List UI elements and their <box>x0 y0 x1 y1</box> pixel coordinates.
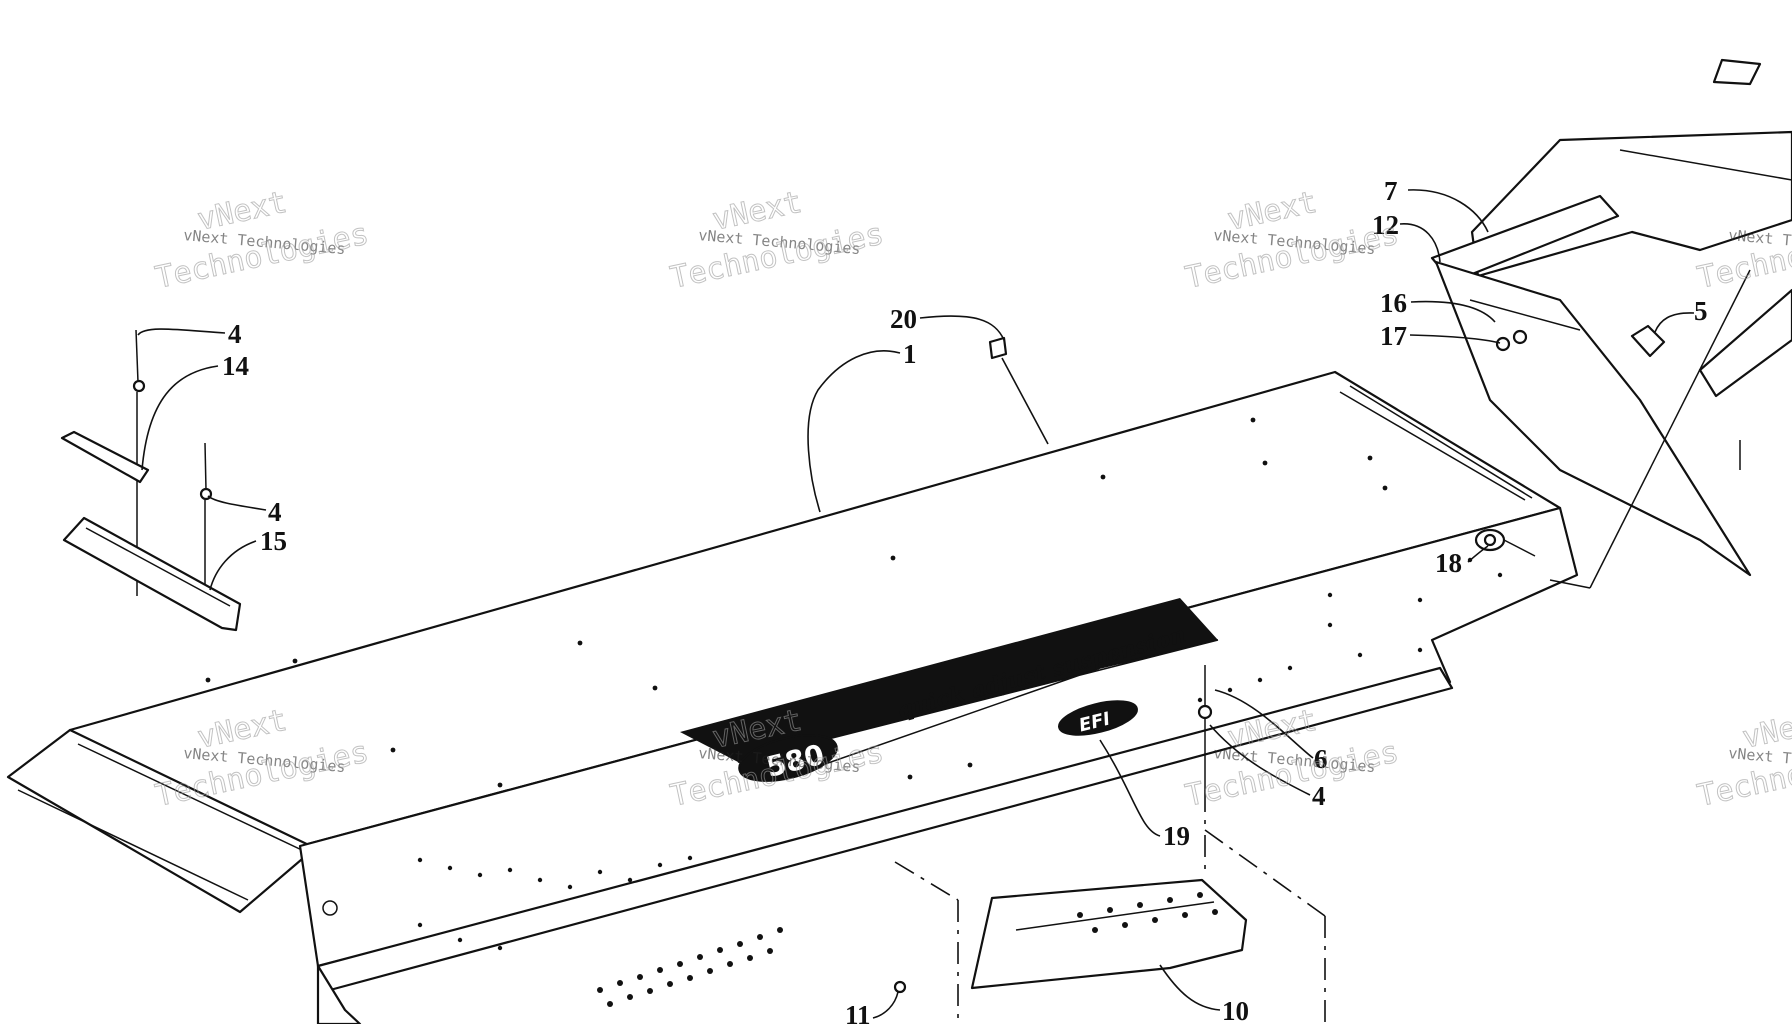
callout-4c: 4 <box>1312 781 1326 811</box>
bracket-assembly-left <box>60 329 242 632</box>
watermark-8: vNext vNext Technologies Technologies <box>1694 702 1792 814</box>
side-panel-holes <box>417 557 1503 951</box>
callout-11: 11 <box>845 1000 871 1024</box>
callout-labels: 1 4 4 4 5 6 7 10 11 12 14 15 16 17 18 19… <box>222 176 1708 1024</box>
callout-16: 16 <box>1380 288 1407 318</box>
watermark-2: vNext vNext Technologies Technologies <box>667 184 887 296</box>
callout-20: 20 <box>890 304 917 334</box>
callout-7: 7 <box>1384 176 1398 206</box>
watermark-3: vNext vNext Technologies Technologies <box>1182 184 1402 296</box>
footrest-part <box>970 878 1248 990</box>
callout-5: 5 <box>1694 296 1708 326</box>
callout-6: 6 <box>1314 744 1328 774</box>
callout-18: 18 <box>1435 548 1462 578</box>
tunnel-part <box>6 370 1579 1024</box>
badge-large <box>738 734 838 782</box>
callout-10: 10 <box>1222 996 1249 1024</box>
running-board-dots <box>597 927 783 1007</box>
rear-bumper-assembly <box>1430 58 1792 589</box>
callout-12: 12 <box>1372 210 1399 240</box>
callout-17: 17 <box>1380 321 1407 351</box>
watermark-1: vNext vNext Technologies Technologies <box>152 184 372 296</box>
callout-15: 15 <box>260 526 287 556</box>
callout-4a: 4 <box>228 319 242 349</box>
callout-1: 1 <box>903 339 917 369</box>
small-parts <box>893 336 1536 994</box>
callout-4b: 4 <box>268 497 282 527</box>
callout-14: 14 <box>222 351 249 381</box>
badge-small <box>1058 700 1138 736</box>
callout-19: 19 <box>1163 821 1190 851</box>
